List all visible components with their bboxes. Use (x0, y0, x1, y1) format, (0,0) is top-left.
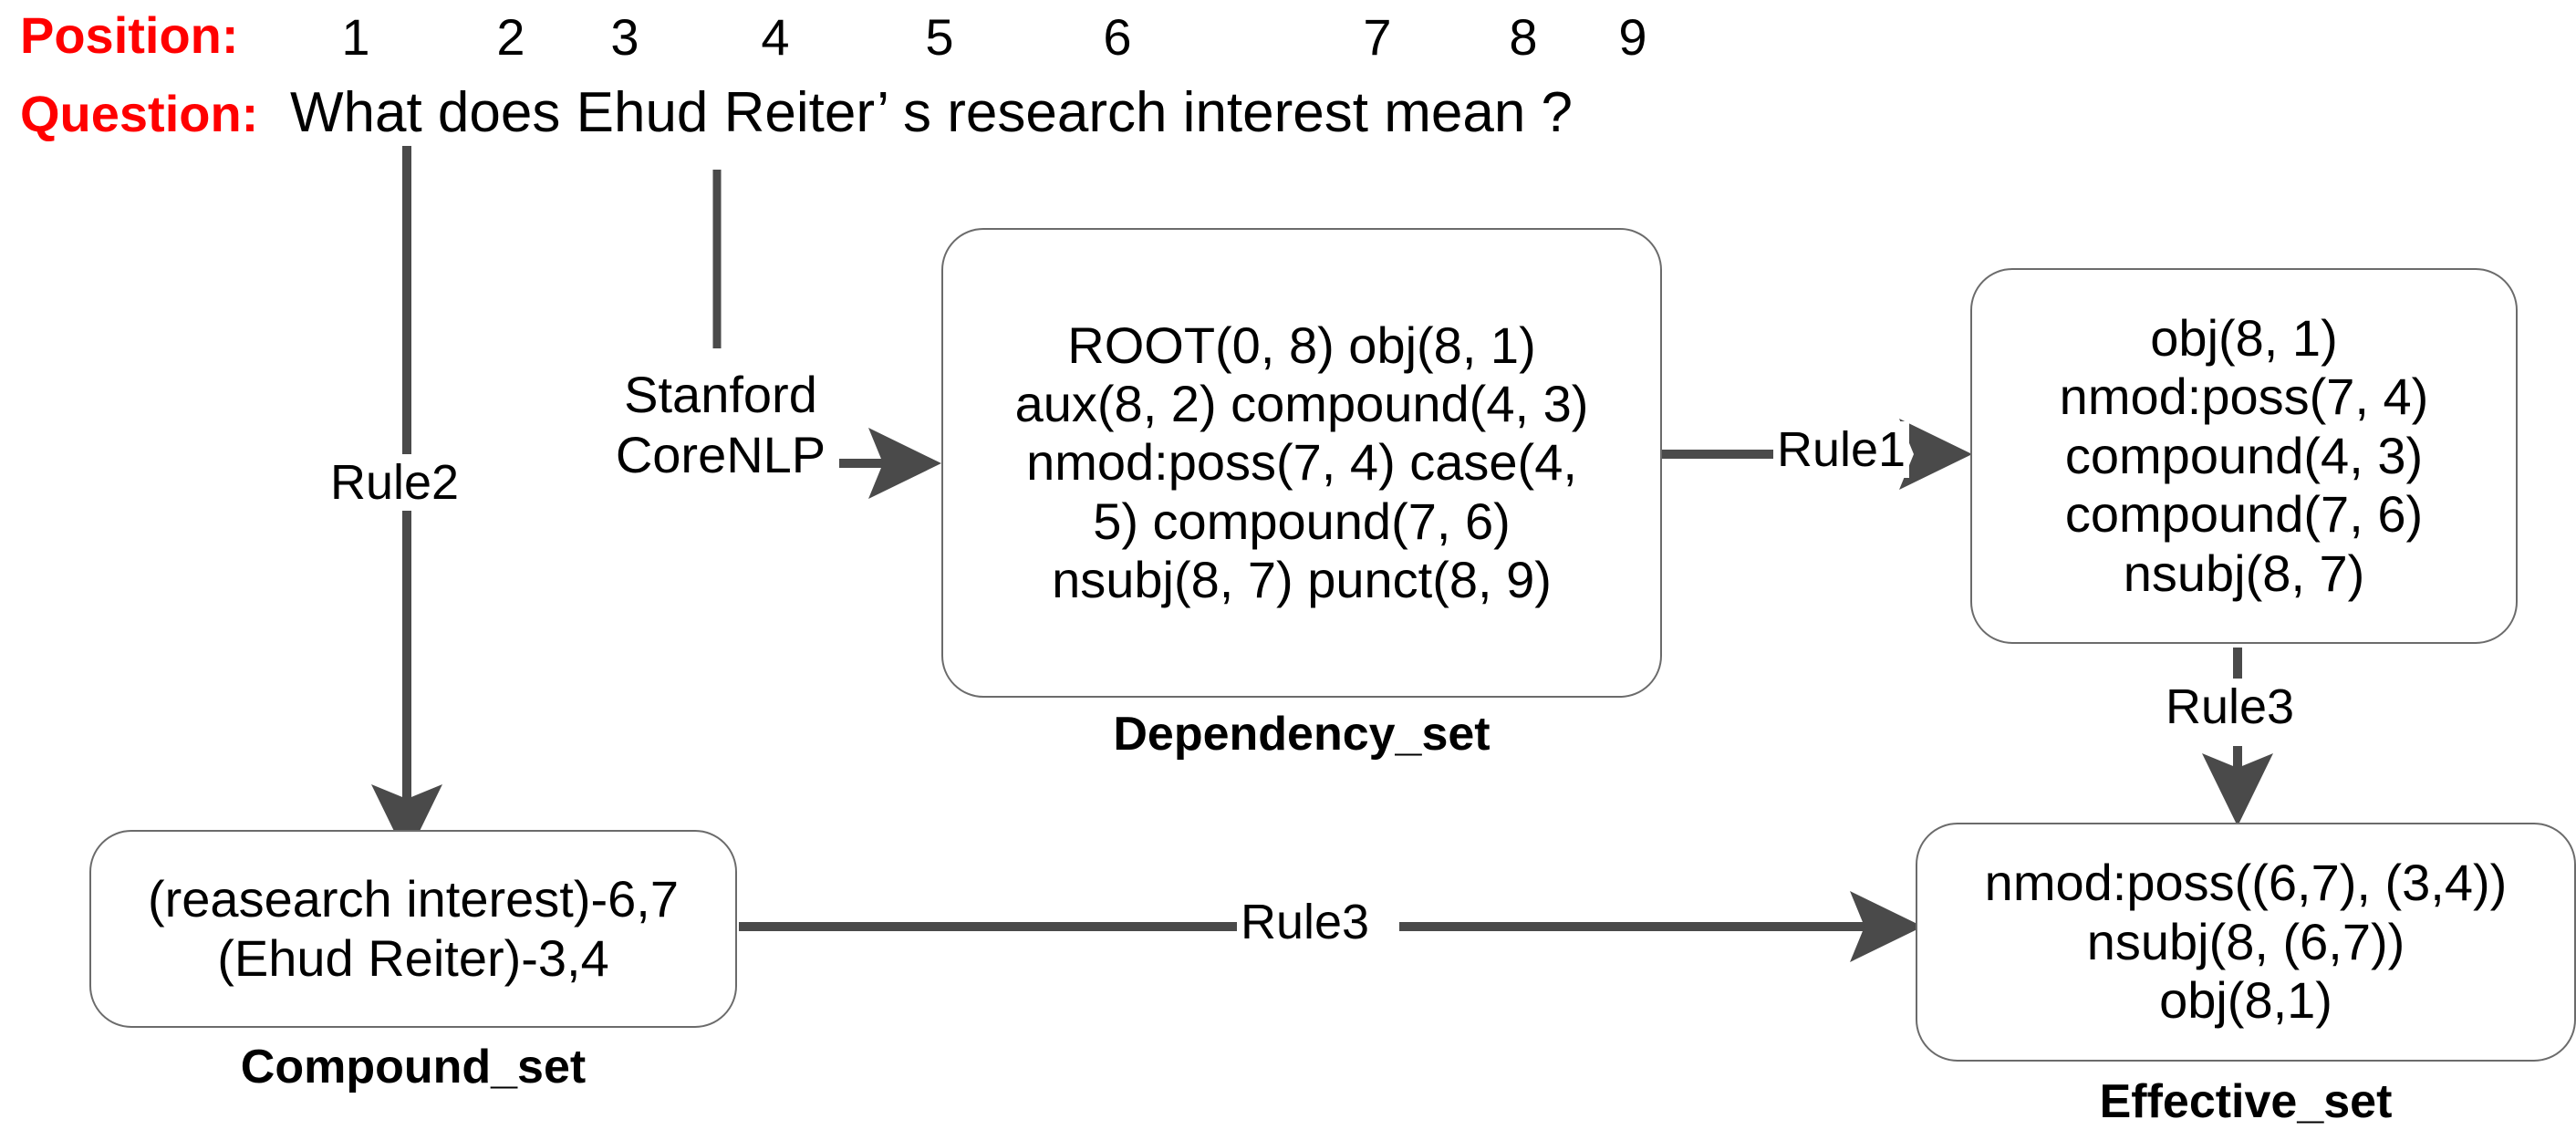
position-number-2: 2 (496, 8, 525, 66)
dependency-set-line-4: 5) compound(7, 6) (1093, 492, 1511, 550)
stanford-corenlp-line-1: Stanford (624, 366, 817, 423)
position-number-7: 7 (1363, 8, 1392, 66)
position-number-8: 8 (1509, 8, 1538, 66)
dependency-set-caption: Dependency_set (1113, 708, 1491, 761)
compound-set-line-1: (reasearch interest)-6,7 (147, 870, 679, 928)
effective-set-line-3: obj(8,1) (2159, 971, 2332, 1030)
dependency-set-line-2: aux(8, 2) compound(4, 3) (1014, 374, 1589, 432)
effective-set-line-1: nmod:poss((6,7), (3,4)) (1984, 854, 2508, 912)
position-number-5: 5 (925, 8, 954, 66)
filtered-set-box[interactable]: obj(8, 1) nmod:poss(7, 4) compound(4, 3)… (1970, 268, 2518, 644)
dependency-set-line-5: nsubj(8, 7) punct(8, 9) (1052, 551, 1552, 609)
compound-set-box[interactable]: (reasearch interest)-6,7 (Ehud Reiter)-3… (89, 830, 737, 1028)
compound-set-line-2: (Ehud Reiter)-3,4 (217, 928, 609, 987)
position-row-label: Position: (20, 6, 239, 64)
question-text: What does Ehud Reiter’ s research intere… (290, 81, 1574, 144)
dependency-set-line-3: nmod:poss(7, 4) case(4, (1026, 433, 1577, 492)
effective-set-line-2: nsubj(8, (6,7)) (2086, 912, 2405, 970)
filtered-set-line-4: compound(7, 6) (2064, 485, 2424, 544)
position-number-9: 9 (1618, 8, 1647, 66)
position-number-6: 6 (1103, 8, 1132, 66)
position-number-1: 1 (341, 8, 370, 66)
rule2-edge-label: Rule2 (327, 454, 463, 511)
stanford-corenlp-line-2: CoreNLP (615, 426, 826, 484)
stanford-corenlp-edge-label: Stanford CoreNLP (597, 365, 844, 485)
dependency-set-box[interactable]: ROOT(0, 8) obj(8, 1) aux(8, 2) compound(… (941, 228, 1662, 698)
rule1-edge-label: Rule1 (1773, 421, 1910, 478)
position-number-3: 3 (610, 8, 639, 66)
rule3-horizontal-edge-label: Rule3 (1237, 894, 1374, 950)
rule3-vertical-edge-label: Rule3 (2162, 679, 2299, 735)
effective-set-box[interactable]: nmod:poss((6,7), (3,4)) nsubj(8, (6,7)) … (1916, 823, 2576, 1062)
compound-set-caption: Compound_set (240, 1041, 587, 1093)
filtered-set-line-1: obj(8, 1) (2150, 309, 2338, 368)
question-row-label: Question: (20, 85, 259, 142)
filtered-set-line-5: nsubj(8, 7) (2123, 544, 2365, 602)
dependency-set-line-1: ROOT(0, 8) obj(8, 1) (1067, 316, 1536, 374)
effective-set-caption: Effective_set (2099, 1075, 2393, 1128)
filtered-set-line-3: compound(4, 3) (2064, 426, 2424, 484)
filtered-set-line-2: nmod:poss(7, 4) (2059, 368, 2429, 426)
position-number-4: 4 (761, 8, 790, 66)
